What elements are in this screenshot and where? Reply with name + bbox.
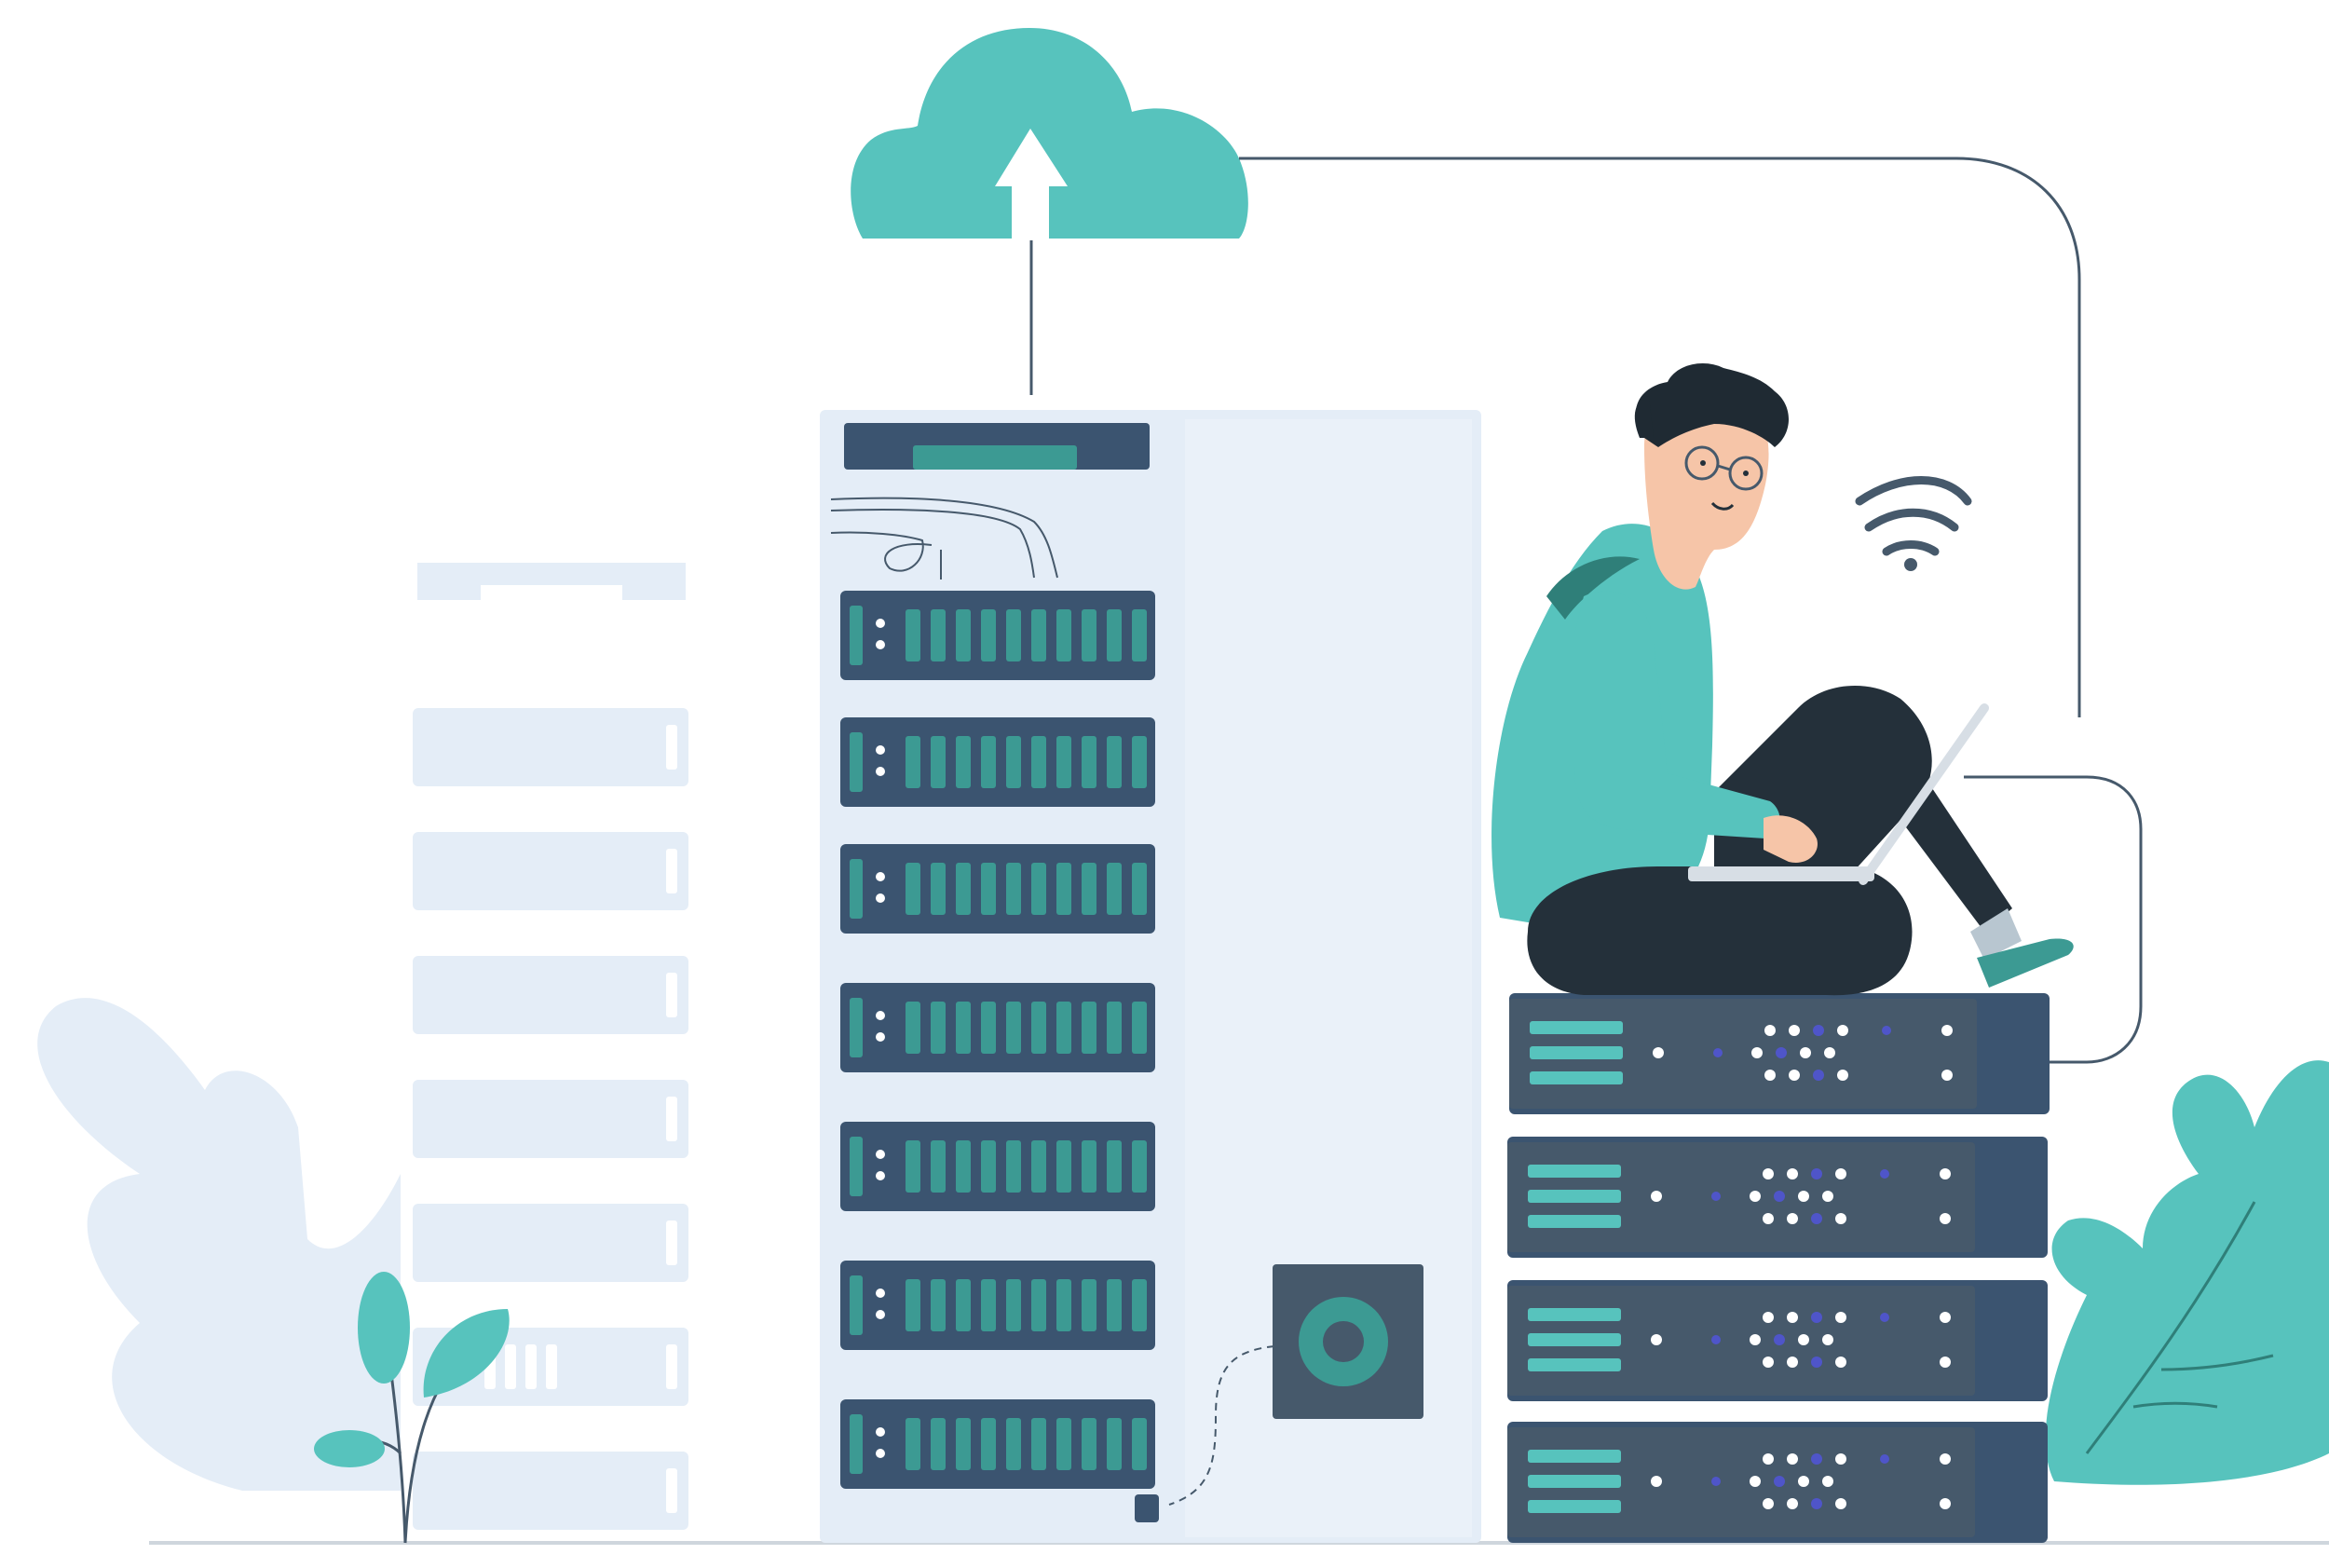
server-stack — [1507, 993, 2050, 1543]
server-tower — [820, 410, 1481, 1543]
cloud-upload-icon — [851, 28, 2081, 717]
wifi-icon — [1855, 476, 1972, 571]
ghost-rack — [413, 563, 688, 1530]
background-plant-left — [37, 998, 401, 1491]
person-with-laptop — [1491, 363, 2074, 996]
plant-small-left — [314, 1272, 510, 1544]
plant-right — [2045, 1060, 2329, 1485]
network-cable-right — [1964, 775, 2143, 1064]
